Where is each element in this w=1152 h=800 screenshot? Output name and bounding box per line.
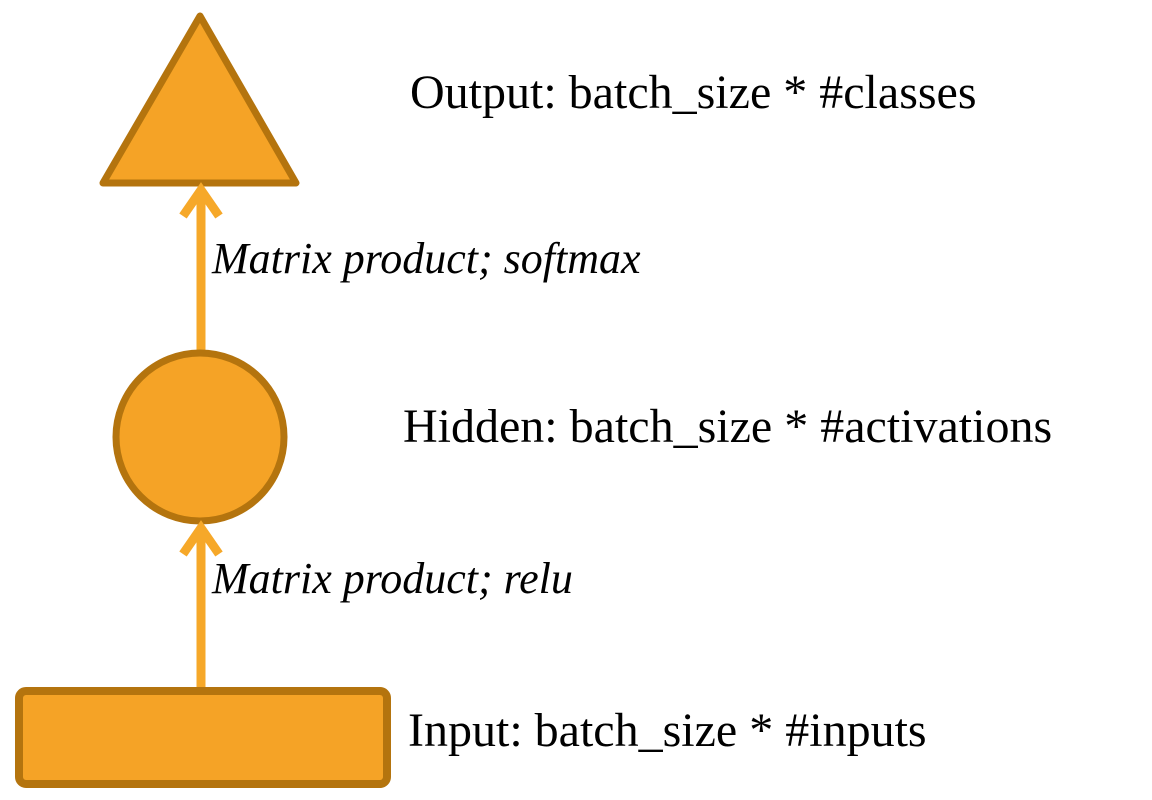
output-layer-label: Output: batch_size * #classes <box>410 66 977 119</box>
arrowhead-icon <box>179 182 223 219</box>
output-triangle-shape <box>99 12 300 187</box>
relu-edge-label: Matrix product; relu <box>212 554 573 603</box>
input-rectangle-shape <box>15 687 391 788</box>
softmax-edge-label: Matrix product; softmax <box>212 234 641 283</box>
arrow-hidden-to-output <box>179 182 223 350</box>
hidden-circle-shape <box>112 349 288 525</box>
arrowhead-icon <box>179 520 223 557</box>
input-layer-label: Input: batch_size * #inputs <box>408 704 927 757</box>
arrow-input-to-hidden <box>179 520 223 688</box>
hidden-layer-label: Hidden: batch_size * #activations <box>403 400 1053 453</box>
